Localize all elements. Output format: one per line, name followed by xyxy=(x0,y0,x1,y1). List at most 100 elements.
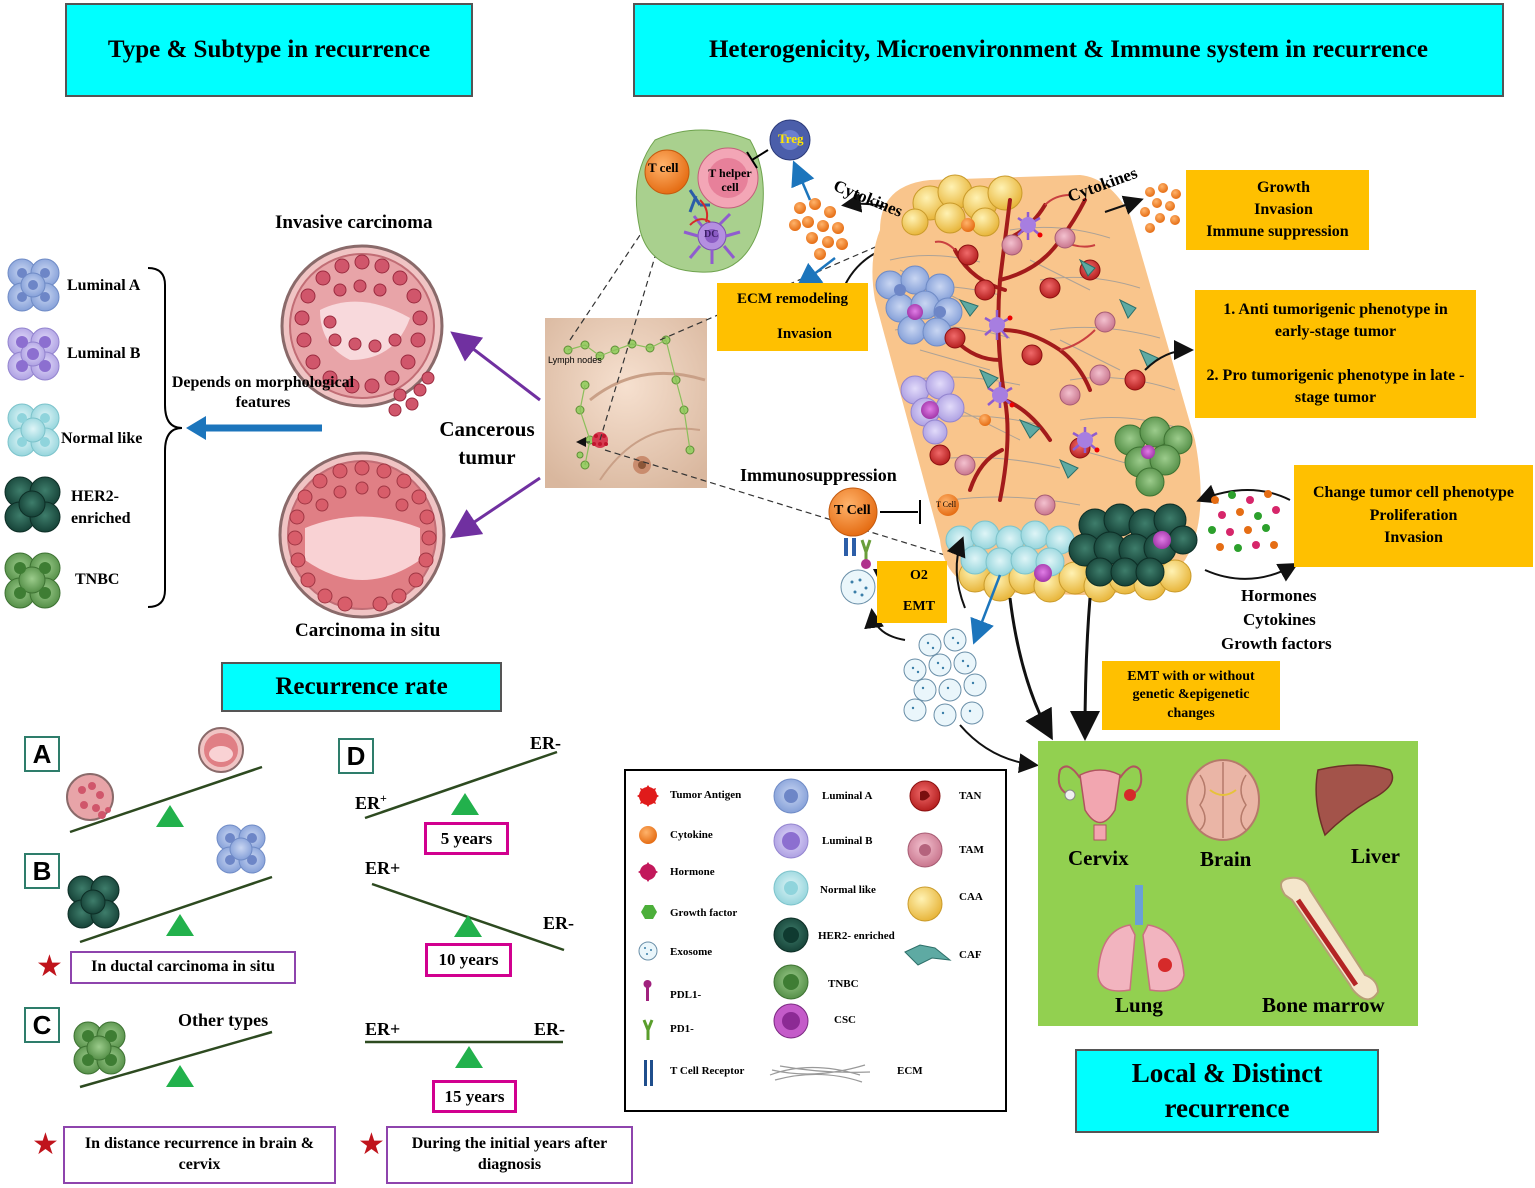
label-er-plus-2: ER+ xyxy=(365,858,401,878)
box-o2-emt: O2 EMT xyxy=(877,561,947,623)
title-heterogenicity-text: Heterogenicity, Microenvironment & Immun… xyxy=(708,36,1429,63)
panel-b-luminal-a-icon xyxy=(216,824,266,874)
label-tnbc: TNBC xyxy=(75,571,120,588)
box-change-phenotype: Change tumor cell phenotype Proliferatio… xyxy=(1294,465,1533,567)
legend-label-tumor-antigen: Tumor Antigen xyxy=(670,789,742,801)
box-anti-tumorigenic-text: 1. Anti tumorigenic phenotype in early-s… xyxy=(1223,300,1448,340)
label-bone-marrow: Bone marrow xyxy=(1262,993,1385,1017)
box-o2-text: O2 xyxy=(910,568,928,584)
star-icon-b: ★ xyxy=(36,950,63,983)
caf-icon xyxy=(904,944,952,966)
legend-label-caf: CAF xyxy=(959,949,982,961)
label-other-types: Other types xyxy=(178,1010,269,1030)
box-invasion2-text: Invasion xyxy=(1384,529,1443,547)
subtype-brace xyxy=(147,267,183,608)
panel-c-tnbc-icon xyxy=(73,1021,126,1075)
exosome-single-icon xyxy=(840,569,876,605)
legend-label-tam: TAM xyxy=(959,844,984,856)
label-cervix: Cervix xyxy=(1068,846,1129,870)
box-invasion-text: Invasion xyxy=(1254,200,1313,218)
box-ecm-remodeling-text: ECM remodeling xyxy=(737,291,848,307)
legend-label-normal-like: Normal like xyxy=(820,884,876,896)
label-t-cell-bottom: T Cell xyxy=(834,503,871,518)
luminal-a-cluster-icon xyxy=(7,258,60,312)
legend-label-luminal-a: Luminal A xyxy=(822,790,873,802)
tan-icon xyxy=(909,780,941,812)
note-b: In ductal carcinoma in situ xyxy=(70,951,296,984)
title-heterogenicity: Heterogenicity, Microenvironment & Immun… xyxy=(633,3,1504,97)
dendritic-cell-icon xyxy=(683,199,741,264)
legend-label-cytokine: Cytokine xyxy=(670,829,713,841)
box-growth-text: Growth xyxy=(1256,178,1311,196)
her2-cluster-icon xyxy=(4,476,61,533)
luminal-b-icon xyxy=(773,823,809,859)
label-cytokines-factor: Cytokines xyxy=(1243,610,1316,629)
legend-label-t-cell-receptor: T Cell Receptor xyxy=(670,1065,745,1077)
panel-c-label: C xyxy=(24,1007,60,1043)
tnbc-icon xyxy=(773,964,809,1000)
label-t-cell: T cell xyxy=(648,160,679,175)
panel-a-label: A xyxy=(24,736,60,772)
tumor-microenvironment xyxy=(872,174,1201,603)
panel-b-her2-icon xyxy=(67,875,120,929)
box-proliferation-text: Proliferation xyxy=(1369,506,1458,524)
label-lung: Lung xyxy=(1115,993,1163,1017)
title-recurrence-rate-text: Recurrence rate xyxy=(275,673,448,700)
label-treg: Treg xyxy=(778,131,804,146)
cytokines-cluster-right xyxy=(1140,183,1181,233)
normal-like-icon xyxy=(773,870,809,906)
star-icon-c: ★ xyxy=(32,1128,59,1161)
box-emt-genetic: EMT with or without genetic &epigenetic … xyxy=(1102,661,1280,730)
legend-box xyxy=(624,769,1007,1112)
normal-like-cluster-icon xyxy=(7,403,60,457)
note-d-text: During the initial years after diagnosis xyxy=(411,1135,608,1173)
label-growth-factors: Growth factors xyxy=(1221,634,1332,653)
panel-d-label: D xyxy=(338,738,374,774)
label-dc: DC xyxy=(704,229,719,240)
cervix-icon xyxy=(1057,765,1143,841)
label-cancerous-tumor: Cancerous tumur xyxy=(439,417,535,470)
cytokine-icon xyxy=(639,826,657,844)
note-d: During the initial years after diagnosis xyxy=(386,1126,633,1184)
title-recurrence-rate: Recurrence rate xyxy=(221,662,502,712)
legend-label-her2: HER2- enriched xyxy=(818,930,895,942)
hormones-cytokines-growth-cluster xyxy=(1208,490,1280,552)
box-growth-invasion: Growth Invasion Immune suppression xyxy=(1186,170,1369,250)
label-luminal-b: Luminal B xyxy=(67,345,141,362)
tumor-antigen-icon xyxy=(637,785,659,807)
label-her2: HER2- enriched xyxy=(71,488,131,527)
label-luminal-a: Luminal A xyxy=(67,277,141,294)
exosome-cluster-icon xyxy=(903,628,987,727)
legend-label-luminal-b: Luminal B xyxy=(822,835,873,847)
legend-label-growth-factor: Growth factor xyxy=(670,907,738,919)
legend-label-caa: CAA xyxy=(959,891,983,903)
label-brain: Brain xyxy=(1200,847,1252,871)
label-er-plus-1-text: ER xyxy=(355,793,381,813)
title-local-distinct: Local & Distinct recurrence xyxy=(1075,1049,1379,1133)
box-emt-text: EMT xyxy=(903,599,935,614)
legend-label-tnbc: TNBC xyxy=(828,978,859,990)
label-er-plus-3: ER+ xyxy=(365,1019,401,1039)
tam-icon xyxy=(907,832,943,868)
t-cell-receptor-icon xyxy=(644,1060,653,1086)
note-c-text: In distance recurrence in brain & cervix xyxy=(84,1135,315,1173)
box-10-years: 10 years xyxy=(425,943,512,977)
pdl1-icon xyxy=(643,980,652,1001)
legend-label-pd1: PD1- xyxy=(670,1023,694,1035)
box-emt-genetic-text: EMT with or without genetic &epigenetic … xyxy=(1127,669,1255,721)
star-icon-d: ★ xyxy=(358,1128,385,1161)
bone-marrow-icon xyxy=(1280,876,1380,1001)
title-local-distinct-text: Local & Distinct recurrence xyxy=(1131,1057,1323,1123)
legend-label-pdl1: PDL1- xyxy=(670,989,702,1001)
box-change-phenotype-text: Change tumor cell phenotype xyxy=(1312,484,1515,502)
box-ecm-invasion-text: Invasion xyxy=(776,326,833,342)
box-5-years: 5 years xyxy=(424,822,509,855)
t-cell-large-icon xyxy=(828,487,878,569)
legend-label-exosome: Exosome xyxy=(670,946,713,958)
box-tumorigenic-phenotype: 1. Anti tumorigenic phenotype in early-s… xyxy=(1195,290,1476,418)
invasive-carcinoma-illustration xyxy=(280,244,444,417)
label-carcinoma-in-situ: Carcinoma in situ xyxy=(295,620,441,641)
legend-label-csc: CSC xyxy=(834,1014,857,1026)
